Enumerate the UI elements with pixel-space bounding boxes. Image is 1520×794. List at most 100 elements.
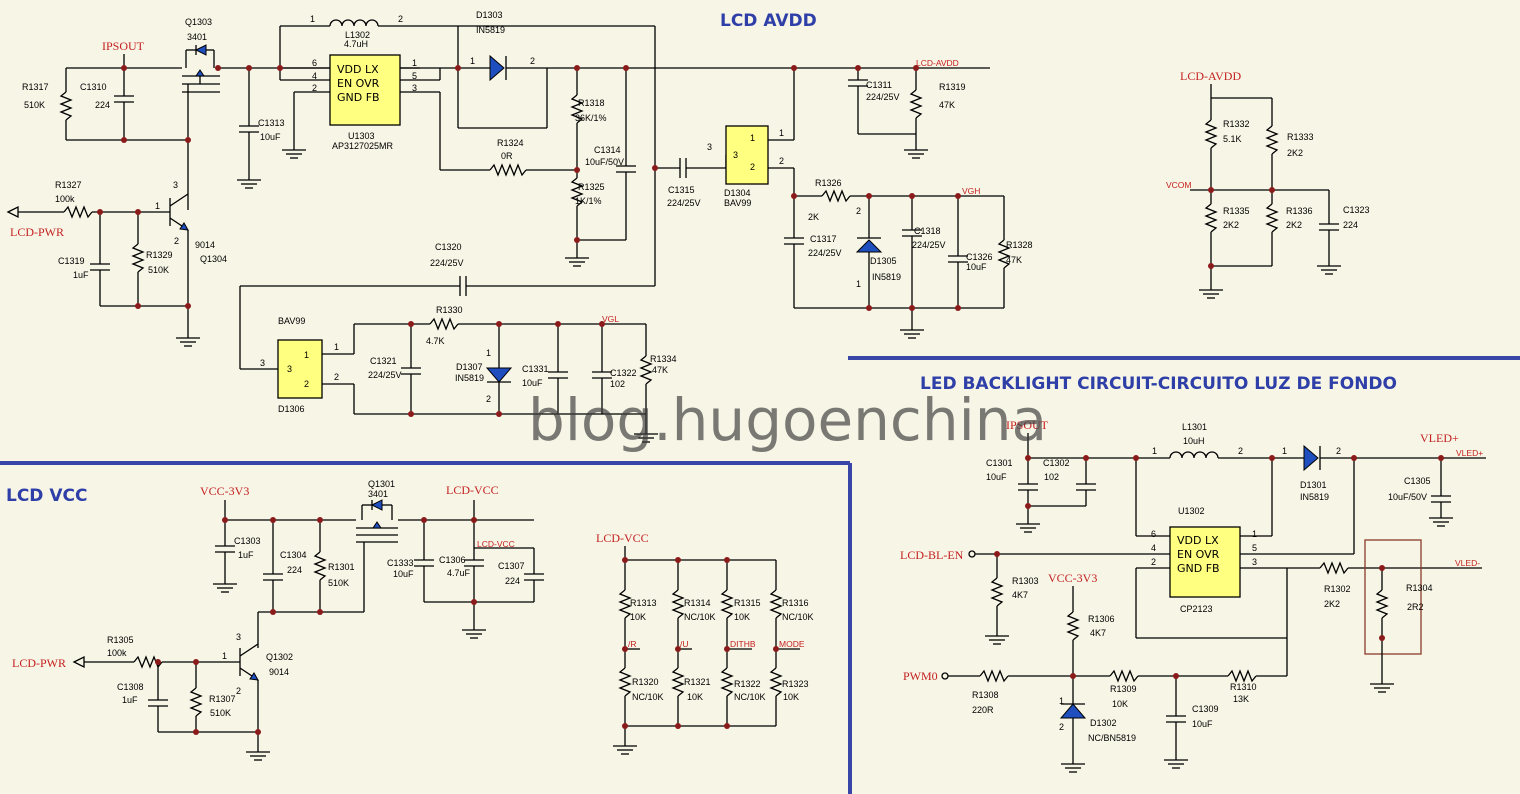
r1325-value: 1K/1% <box>575 196 602 206</box>
c1309-value: 10uF <box>1192 719 1213 729</box>
l1302-pin2: 2 <box>398 14 403 24</box>
r1333-ref: R1333 <box>1287 132 1314 142</box>
d1307-value: IN5819 <box>455 373 484 383</box>
c1331-ref: C1331 <box>522 364 549 374</box>
c1333-value: 10uF <box>393 569 414 579</box>
d1305-value: IN5819 <box>872 272 901 282</box>
r1323-value: 10K <box>783 692 799 702</box>
q1302-pin3: 3 <box>236 632 241 642</box>
r1336-ref: R1336 <box>1286 206 1313 216</box>
l1301-ref: L1301 <box>1182 422 1207 432</box>
r1335-ref: R1335 <box>1223 206 1250 216</box>
q1304-pin3: 3 <box>173 180 178 190</box>
r1326-ref: R1326 <box>815 178 842 188</box>
u1302-row1: VDD LX <box>1177 534 1219 547</box>
q1302-value: 9014 <box>269 667 289 677</box>
lcd-avdd-section: IPSOUT R1317 510K C1310 224 Q1303 3401 <box>6 10 1370 443</box>
l1302-value: 4.7uH <box>344 39 368 49</box>
r1322-ref: R1322 <box>734 679 761 689</box>
c1303-value: 1uF <box>238 550 254 560</box>
r1315-value: 10K <box>734 612 750 622</box>
net-label-mode: MODE <box>779 639 805 649</box>
l1301-pin1: 1 <box>1152 446 1157 456</box>
d1305-pin2: 2 <box>856 206 861 216</box>
net-label-vgh: VGH <box>962 186 980 196</box>
c1311-ref: C1311 <box>866 80 892 90</box>
u1303-row3: GND FB <box>337 91 380 104</box>
d1304-out1: 1 <box>779 128 784 138</box>
r1324-ref: R1324 <box>497 138 524 148</box>
q1304-value: 9014 <box>195 240 215 250</box>
q1302-ref: Q1302 <box>266 652 293 662</box>
r1301-ref: R1301 <box>328 562 355 572</box>
net-label-ipsout: IPSOUT <box>102 39 145 53</box>
net-label-vled-plus-small: VLED+ <box>1456 448 1483 458</box>
r1307-value: 510K <box>210 708 231 718</box>
d1306-out2: 2 <box>334 372 339 382</box>
d1306-part-top: BAV99 <box>278 316 305 326</box>
u1303-pin5: 5 <box>412 71 417 81</box>
c1320-value: 224/25V <box>430 258 464 268</box>
r1317-ref: R1317 <box>22 82 49 92</box>
r1314-value: NC/10K <box>684 612 716 622</box>
r1319-ref: R1319 <box>939 82 966 92</box>
q1303-value: 3401 <box>187 32 207 42</box>
u1303-pin4: 4 <box>312 71 317 81</box>
net-label-lcd-pwr: LCD-PWR <box>10 225 64 239</box>
q1304-pin2: 2 <box>174 236 179 246</box>
c1321-ref: C1321 <box>370 356 397 366</box>
net-label-dithb: DITHB <box>730 639 756 649</box>
c1308-ref: C1308 <box>117 682 144 692</box>
l1301-value: 10uH <box>1183 436 1205 446</box>
net-label-vled-plus: VLED+ <box>1420 431 1459 445</box>
d1306-pin2: 2 <box>304 379 309 389</box>
d1301-pin2: 2 <box>1336 446 1341 456</box>
u1303-pin1: 1 <box>412 58 417 68</box>
c1315-ref: C1315 <box>668 185 695 195</box>
d1302-value: NC/BN5819 <box>1088 733 1136 743</box>
r1321-ref: R1321 <box>684 677 711 687</box>
c1322-ref: C1322 <box>610 368 637 378</box>
d1304-pin2: 2 <box>750 162 755 172</box>
u1303-pin2: 2 <box>312 83 317 93</box>
u1302-pin3: 3 <box>1252 557 1257 567</box>
r1310-ref: R1310 <box>1230 682 1257 692</box>
c1323-value: 224 <box>1343 220 1358 230</box>
c1310-ref: C1310 <box>80 82 107 92</box>
r1318-ref: R1318 <box>578 98 605 108</box>
c1308-value: 1uF <box>122 695 138 705</box>
d1306-pin3: 3 <box>260 358 265 368</box>
d1302-ref: D1302 <box>1090 718 1117 728</box>
c1323-ref: C1323 <box>1343 205 1370 215</box>
d1302-pin2: 2 <box>1059 722 1064 732</box>
net-label-vcom: VCOM <box>1166 180 1192 190</box>
d1306-ic <box>277 339 323 399</box>
u1302-pin4: 4 <box>1151 543 1156 553</box>
section-borders <box>0 356 1520 794</box>
r1320-value: NC/10K <box>632 692 664 702</box>
u1303-ic <box>329 54 401 126</box>
d1304-pin3-inner: 3 <box>733 150 738 160</box>
watermark-text: blog.hugoenchina <box>528 386 1047 454</box>
net-label-r-sig: /R <box>628 639 637 649</box>
r1321-value: 10K <box>687 692 703 702</box>
r1318-value: 36K/1% <box>575 113 607 123</box>
r1304-value: 2R2 <box>1407 602 1424 612</box>
d1304-ref: D1304 <box>724 188 751 198</box>
u1302-row3: GND FB <box>1177 562 1220 575</box>
c1326-value: 10uF <box>966 262 987 272</box>
u1302-pin1: 1 <box>1252 529 1257 539</box>
d1306-ref: D1306 <box>278 404 305 414</box>
q1301-ref: Q1301 <box>368 479 395 489</box>
d1304-ic <box>725 125 769 185</box>
d1301-pin1: 1 <box>1282 446 1287 456</box>
r1313-ref: R1313 <box>630 598 657 608</box>
r1320-ref: R1320 <box>632 677 659 687</box>
net-label-lcd-vcc-config: LCD-VCC <box>596 531 649 545</box>
r1335-value: 2K2 <box>1223 220 1239 230</box>
r1326-value: 2K <box>808 212 819 222</box>
c1307-ref: C1307 <box>498 561 525 571</box>
net-label-lcd-avdd: LCD-AVDD <box>916 58 959 68</box>
c1313-value: 10uF <box>260 132 281 142</box>
